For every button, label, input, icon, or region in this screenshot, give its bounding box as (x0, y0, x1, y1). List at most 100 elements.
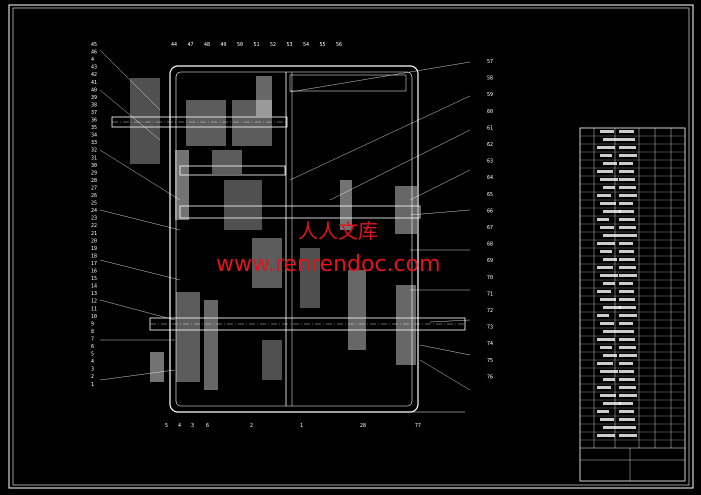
parts-list-text-mark (619, 258, 635, 261)
parts-list-text-mark (597, 290, 611, 293)
part-number-label: 55 (320, 42, 326, 48)
parts-list-text-mark (600, 346, 612, 349)
part-number-label: 45 (91, 42, 97, 48)
part-number-label: 61 (487, 125, 493, 131)
part-number-label: 22 (91, 223, 97, 229)
parts-list-text-mark (619, 282, 633, 285)
part-number-label: 3 (91, 367, 94, 373)
parts-list-text-mark (600, 226, 614, 229)
part-number-label: 60 (487, 109, 493, 115)
part-number-label: 1 (91, 382, 94, 388)
part-number-label: 21 (91, 231, 97, 237)
parts-list-text-mark (597, 242, 615, 245)
parts-list-text-mark (603, 162, 617, 165)
parts-list-text-mark (619, 202, 633, 205)
part-number-label: 19 (91, 246, 97, 252)
part-number-label: 63 (487, 159, 493, 165)
part-number-label: 39 (91, 95, 97, 101)
part-number-label: 28 (91, 178, 97, 184)
part-number-label: 4 (91, 359, 94, 365)
parts-list-rows (580, 130, 685, 441)
part-number-label: 4 (178, 423, 181, 429)
parts-list-text-mark (619, 290, 634, 293)
parts-list-text-mark (597, 218, 609, 221)
left-part-numbers: 4546443424140393837363534333231302928272… (91, 42, 97, 388)
gear-blocks (130, 76, 417, 390)
part-number-label: 76 (487, 374, 493, 380)
part-number-label: 15 (91, 276, 97, 282)
part-number-label: 12 (91, 299, 97, 305)
parts-list-text-mark (619, 418, 635, 421)
part-number-label: 64 (487, 175, 493, 181)
part-number-label: 2 (91, 374, 94, 380)
parts-list-text-mark (600, 130, 614, 133)
parts-list-text-mark (603, 426, 619, 429)
parts-list-text-mark (619, 314, 637, 317)
part-number-label: 25 (91, 201, 97, 207)
parts-list-text-mark (603, 210, 621, 213)
part-number-label: 16 (91, 269, 97, 275)
parts-list-text-mark (597, 314, 609, 317)
parts-list-text-mark (619, 298, 635, 301)
part-number-label: 43 (91, 65, 97, 71)
parts-list-text-mark (597, 266, 613, 269)
parts-list-text-mark (619, 434, 637, 437)
parts-list-text-mark (619, 378, 635, 381)
parts-list-text-mark (619, 186, 636, 189)
part-number-label: 41 (91, 80, 97, 86)
part-number-label: 11 (91, 306, 97, 312)
part-number-label: 50 (237, 42, 243, 48)
parts-list-text-mark (619, 170, 634, 173)
parts-list-text-mark (603, 306, 621, 309)
parts-list-text-mark (619, 346, 636, 349)
part-number-label: 31 (91, 155, 97, 161)
parts-list-text-mark (619, 322, 633, 325)
part-number-label: 44 (171, 42, 177, 48)
parts-list-text-mark (619, 394, 637, 397)
part-number-label: 37 (91, 110, 97, 116)
part-number-label: 8 (91, 329, 94, 335)
parts-list-text-mark (600, 322, 614, 325)
part-number-label: 48 (204, 42, 210, 48)
parts-list-text-mark (603, 354, 617, 357)
part-number-label: 47 (188, 42, 194, 48)
parts-list-text-mark (600, 274, 618, 277)
part-number-label: 5 (91, 352, 94, 358)
part-number-label: 24 (91, 208, 97, 214)
part-number-label: 10 (91, 314, 97, 320)
part-number-label: 66 (487, 208, 493, 214)
part-number-label: 5 (165, 423, 168, 429)
part-number-label: 6 (91, 344, 94, 350)
parts-list-text-mark (619, 242, 633, 245)
parts-list-text-mark (600, 370, 618, 373)
part-number-label: 59 (487, 92, 493, 98)
parts-list-text-mark (619, 234, 637, 237)
part-number-label: 4 (91, 57, 94, 63)
part-number-label: 72 (487, 308, 493, 314)
part-number-label: 74 (487, 341, 493, 347)
parts-list-text-mark (603, 402, 621, 405)
parts-list-text-mark (619, 274, 637, 277)
part-number-label: 32 (91, 148, 97, 154)
parts-list-text-mark (600, 394, 616, 397)
parts-list-text-mark (603, 330, 619, 333)
parts-list-text-mark (619, 162, 633, 165)
parts-list-text-mark (597, 434, 615, 437)
parts-list-text-mark (619, 266, 636, 269)
parts-list-text-mark (619, 426, 636, 429)
part-number-label: 69 (487, 258, 493, 264)
parts-list-text-mark (597, 386, 611, 389)
parts-list-text-mark (619, 330, 634, 333)
parts-list-text-mark (619, 226, 636, 229)
parts-list-text-mark (619, 354, 637, 357)
parts-list-text-mark (619, 370, 634, 373)
part-number-label: 38 (91, 102, 97, 108)
parts-list-text-mark (603, 258, 617, 261)
parts-list-text-mark (619, 338, 635, 341)
parts-list-text-mark (619, 146, 636, 149)
part-number-label: 2 (250, 423, 253, 429)
